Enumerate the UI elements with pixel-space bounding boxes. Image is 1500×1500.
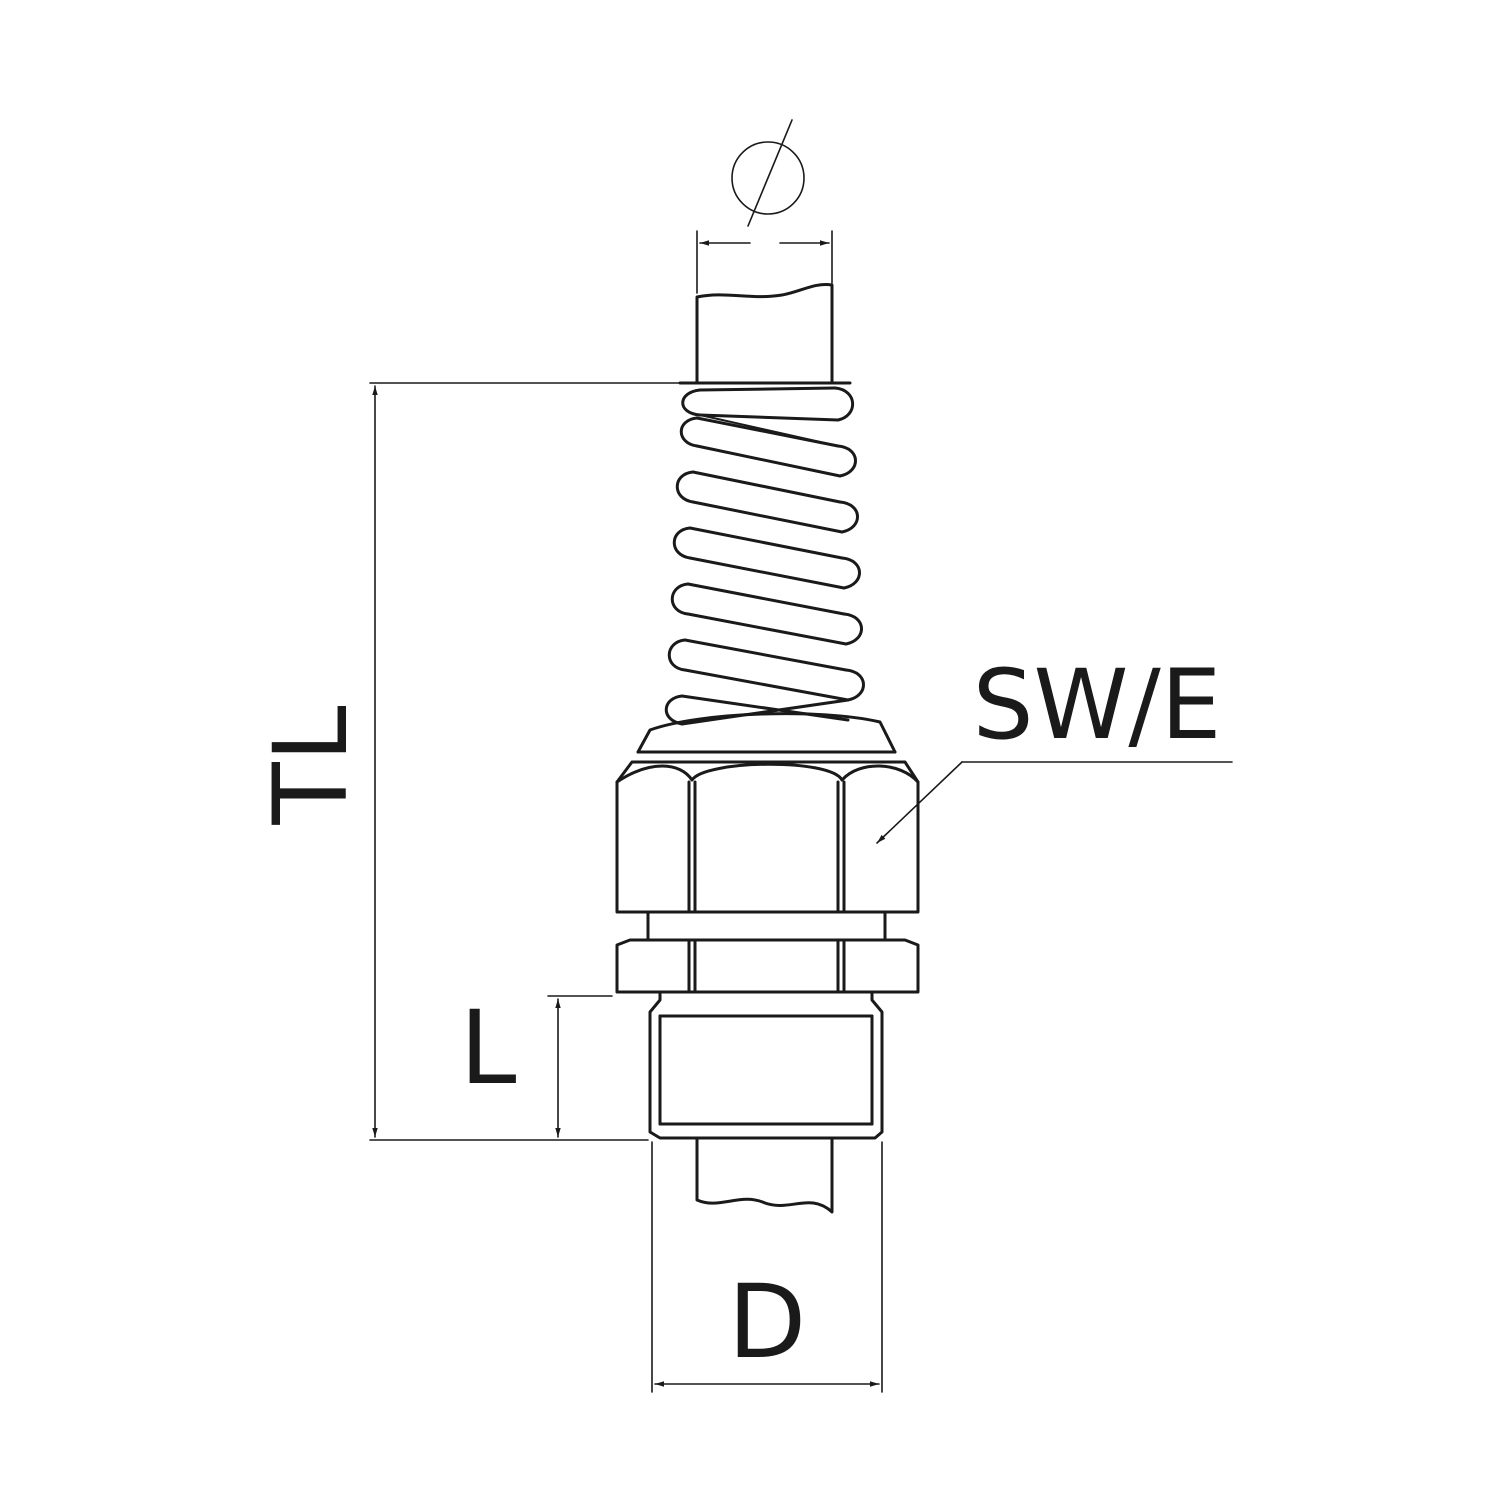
cable-top xyxy=(695,282,834,385)
diameter-symbol-icon xyxy=(731,119,805,227)
outer-diameter-dimension xyxy=(651,1141,883,1393)
total-length-dimension xyxy=(369,382,681,1141)
cable-bottom xyxy=(695,1136,834,1214)
body-collar xyxy=(646,910,887,942)
thread-length-label: L xyxy=(460,989,517,1108)
total-length-label: TL xyxy=(252,705,371,825)
wrench-size-leader xyxy=(876,761,1233,844)
wrench-size-label: SW/E xyxy=(973,649,1222,761)
lock-nut xyxy=(615,938,920,994)
spiral-spring xyxy=(664,381,865,726)
cable-diameter-dimension xyxy=(696,230,833,294)
dome-cap xyxy=(636,712,897,754)
thread-connection xyxy=(648,990,884,1140)
thread-length-dimension xyxy=(547,995,613,1138)
hex-cap-nut xyxy=(615,760,920,914)
outer-diameter-label: D xyxy=(728,1263,807,1382)
